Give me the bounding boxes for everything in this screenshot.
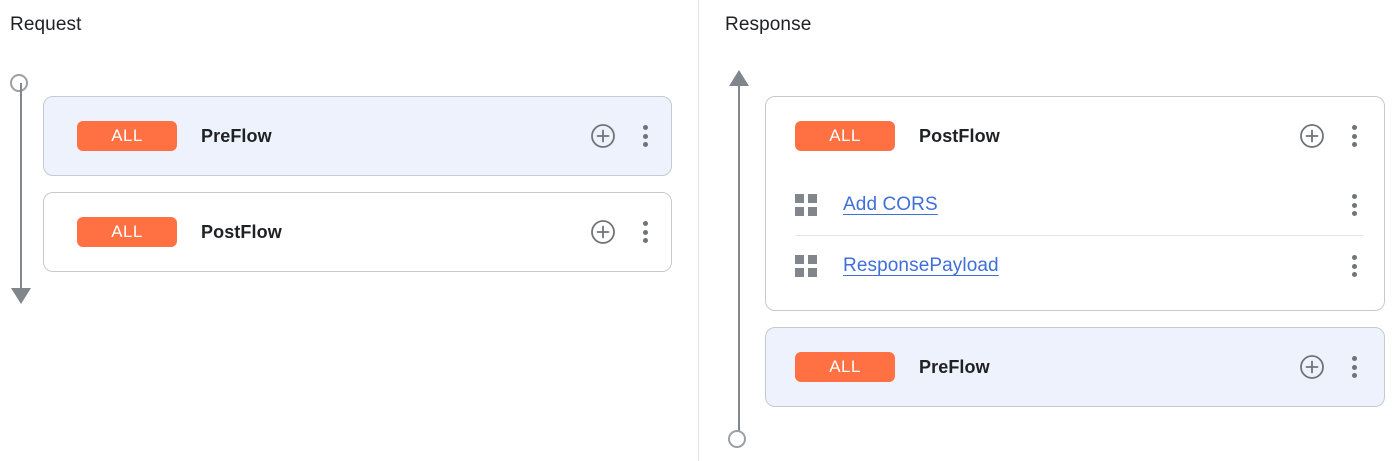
more-vert-icon[interactable] (1344, 253, 1364, 279)
verb-badge: ALL (77, 217, 177, 247)
more-vert-icon[interactable] (1344, 192, 1364, 218)
policy-row[interactable]: Add CORS (795, 175, 1364, 235)
flow-card-response-postflow[interactable]: ALL PostFlow Add C (765, 96, 1385, 311)
flow-card-title: PostFlow (919, 125, 1000, 146)
request-column: Request ALL PreFlow (10, 14, 672, 304)
apps-grid-icon (795, 255, 817, 277)
flow-card-title: PostFlow (201, 221, 282, 242)
flow-rail-line (20, 83, 22, 288)
more-vert-icon[interactable] (635, 123, 655, 149)
policy-link[interactable]: Add CORS (843, 194, 938, 215)
flow-card-title: PreFlow (919, 356, 990, 377)
request-card-stack: ALL PreFlow ALL (43, 96, 672, 288)
flow-start-circle-icon (10, 74, 28, 92)
flow-card-header: ALL PreFlow (766, 328, 1384, 406)
policy-list: Add CORS ResponsePayload (766, 175, 1384, 310)
apps-grid-icon (795, 194, 817, 216)
flow-rail-line (738, 84, 740, 437)
flow-start-circle-icon (728, 430, 746, 448)
response-card-stack: ALL PostFlow Add C (765, 96, 1385, 423)
plus-circle-icon[interactable] (1298, 122, 1326, 150)
verb-badge: ALL (795, 352, 895, 382)
policy-row[interactable]: ResponsePayload (795, 235, 1364, 296)
flow-card-request-preflow[interactable]: ALL PreFlow (43, 96, 672, 176)
flow-arrow-down-icon (11, 288, 31, 304)
flow-card-title: PreFlow (201, 125, 272, 146)
verb-badge: ALL (77, 121, 177, 151)
plus-circle-icon[interactable] (1298, 353, 1326, 381)
more-vert-icon[interactable] (1344, 123, 1364, 149)
response-column-title: Response (725, 14, 812, 35)
response-column: Response (698, 0, 1393, 461)
flow-arrow-up-icon (729, 70, 749, 86)
request-column-title: Request (10, 14, 82, 35)
plus-circle-icon[interactable] (589, 218, 617, 246)
more-vert-icon[interactable] (1344, 354, 1364, 380)
flow-card-request-postflow[interactable]: ALL PostFlow (43, 192, 672, 272)
verb-badge: ALL (795, 121, 895, 151)
more-vert-icon[interactable] (635, 219, 655, 245)
response-flow-rail (728, 70, 750, 448)
policy-link[interactable]: ResponsePayload (843, 255, 999, 276)
flow-card-header: ALL PreFlow (44, 97, 671, 175)
flow-card-response-preflow[interactable]: ALL PreFlow (765, 327, 1385, 407)
flow-card-header: ALL PostFlow (44, 193, 671, 271)
request-flow-rail (10, 72, 32, 304)
flow-card-header: ALL PostFlow (766, 97, 1384, 175)
plus-circle-icon[interactable] (589, 122, 617, 150)
